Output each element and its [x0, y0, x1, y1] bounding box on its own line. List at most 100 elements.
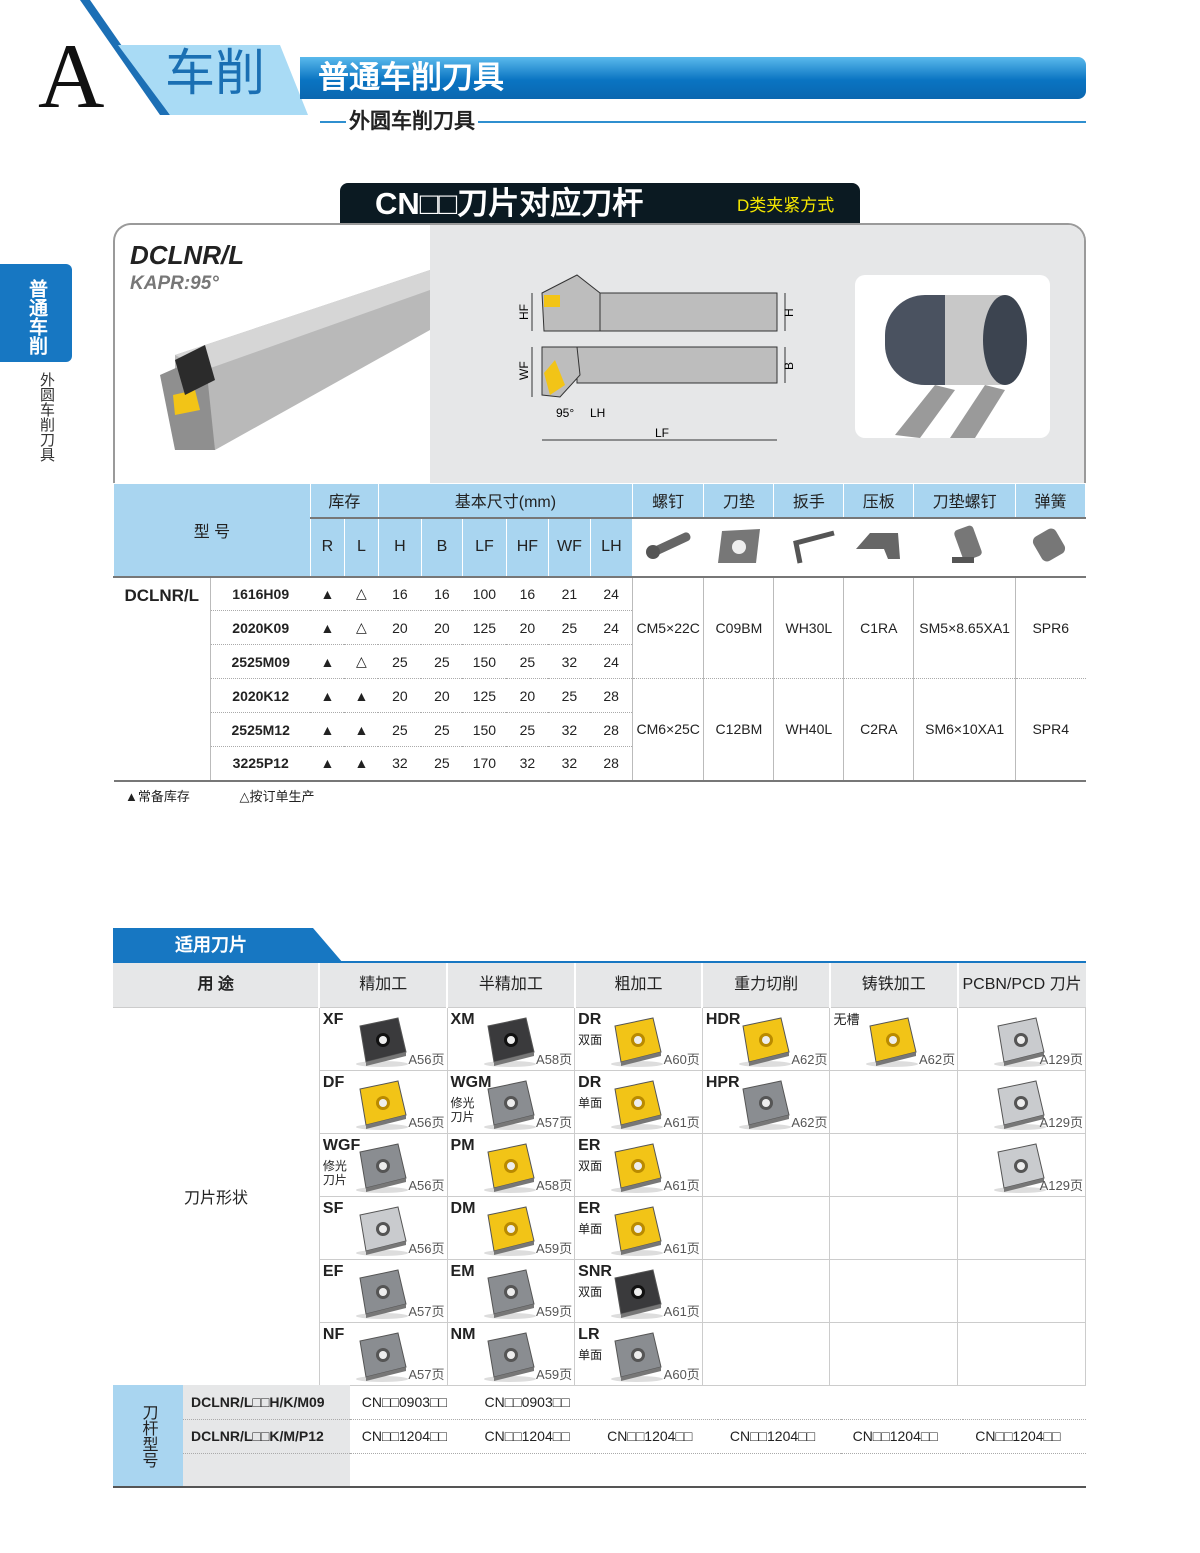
insert-item[interactable]: NM A59页	[446, 1321, 576, 1386]
shim-screw-icon	[913, 517, 1016, 578]
page-ref[interactable]: A56页	[408, 1240, 445, 1256]
insert-item[interactable]: ER 双面 A61页	[574, 1132, 703, 1197]
part-shim: C12BM	[703, 678, 774, 782]
page-ref[interactable]: A56页	[408, 1051, 445, 1067]
col-stock: 库存	[309, 483, 379, 519]
cell-hf: 25	[506, 644, 549, 679]
insert-item[interactable]: PM A58页	[446, 1132, 576, 1197]
cell-lh: 24	[590, 610, 633, 645]
insert-code: NM	[450, 1325, 476, 1343]
cell-l: △	[344, 610, 379, 645]
insert-item[interactable]: A129页	[957, 1006, 1086, 1071]
cell-r: ▲	[310, 644, 345, 679]
page-ref[interactable]: A129页	[1039, 1051, 1083, 1067]
subcol-r: R	[309, 517, 345, 578]
insert-item[interactable]: A129页	[957, 1069, 1086, 1134]
page-ref[interactable]: A57页	[408, 1303, 445, 1319]
insert-code: WGF	[322, 1136, 361, 1154]
page-ref[interactable]: A61页	[663, 1114, 700, 1130]
insert-icon	[611, 1268, 664, 1319]
page-ref[interactable]: A129页	[1039, 1177, 1083, 1193]
insert-code: PM	[450, 1136, 475, 1154]
cell-l: △	[344, 576, 379, 611]
page-ref[interactable]: A62页	[918, 1051, 956, 1067]
clamp-type: D类夹紧方式	[737, 196, 835, 215]
insert-icon	[611, 1079, 664, 1130]
part-wrench: WH40L	[773, 678, 844, 782]
cell-r: ▲	[310, 678, 345, 713]
model-code: 2525M12	[210, 712, 311, 747]
insert-note: 修光刀片	[450, 1095, 475, 1124]
empty-cell	[829, 1069, 959, 1134]
subcol-b: B	[420, 517, 463, 578]
insert-code: ER	[578, 1136, 601, 1154]
insert-icon	[483, 1142, 536, 1193]
product-panel: H HF B WF 95° LH LF	[113, 223, 1086, 483]
page-ref[interactable]: A129页	[1039, 1114, 1083, 1130]
clamping-illustration	[855, 275, 1050, 438]
page-ref[interactable]: A60页	[663, 1051, 700, 1067]
cell-r: ▲	[310, 746, 345, 782]
holder-model: DCLNR/L□□K/M/P12	[183, 1419, 350, 1454]
page-ref[interactable]: A62页	[791, 1114, 828, 1130]
cell-h: 32	[378, 746, 422, 782]
legend-stock: ▲常备库存	[125, 789, 190, 804]
applicable-inserts-tab: 适用刀片	[113, 928, 343, 963]
insert-note: 双面	[578, 1032, 603, 1047]
subcol-h: H	[377, 517, 422, 578]
page-ref[interactable]: A60页	[663, 1366, 700, 1382]
page-ref[interactable]: A59页	[536, 1366, 573, 1382]
cell-lh: 28	[590, 746, 633, 782]
page-ref[interactable]: A56页	[408, 1114, 445, 1130]
page-ref[interactable]: A61页	[663, 1177, 700, 1193]
page-ref[interactable]: A56页	[408, 1177, 445, 1193]
cell-b: 20	[421, 610, 463, 645]
insert-col-0: 用 途	[113, 963, 320, 1007]
insert-col-3: 粗加工	[573, 963, 703, 1007]
holder-insert	[718, 1453, 841, 1487]
holder-insert: CN□□1204□□	[840, 1419, 964, 1454]
holder-insert: CN□□1204□□	[717, 1419, 841, 1454]
side-tab-general-turning[interactable]: 普通车削	[0, 264, 72, 362]
page-ref[interactable]: A58页	[536, 1051, 573, 1067]
header-slant-decoration	[80, 0, 308, 115]
insert-icon	[611, 1142, 664, 1193]
page-ref[interactable]: A57页	[408, 1366, 445, 1382]
insert-code: EM	[450, 1262, 475, 1280]
holder-insert	[963, 1385, 1086, 1420]
insert-note: 双面	[578, 1158, 603, 1173]
insert-item[interactable]: EM A59页	[446, 1258, 576, 1323]
page-ref[interactable]: A57页	[536, 1114, 573, 1130]
page-ref[interactable]: A62页	[791, 1051, 828, 1067]
insert-icon	[483, 1331, 536, 1382]
page-ref[interactable]: A61页	[663, 1240, 700, 1256]
empty-cell	[957, 1258, 1086, 1323]
shim-icon	[703, 517, 775, 578]
page-ref[interactable]: A58页	[536, 1177, 573, 1193]
page-ref[interactable]: A59页	[536, 1303, 573, 1319]
page-ref[interactable]: A61页	[663, 1303, 700, 1319]
insert-icon	[355, 1079, 408, 1130]
insert-icon	[611, 1016, 664, 1067]
insert-item[interactable]: A129页	[957, 1132, 1086, 1197]
page-ref[interactable]: A59页	[536, 1240, 573, 1256]
holder-insert: CN□□1204□□	[963, 1419, 1086, 1454]
